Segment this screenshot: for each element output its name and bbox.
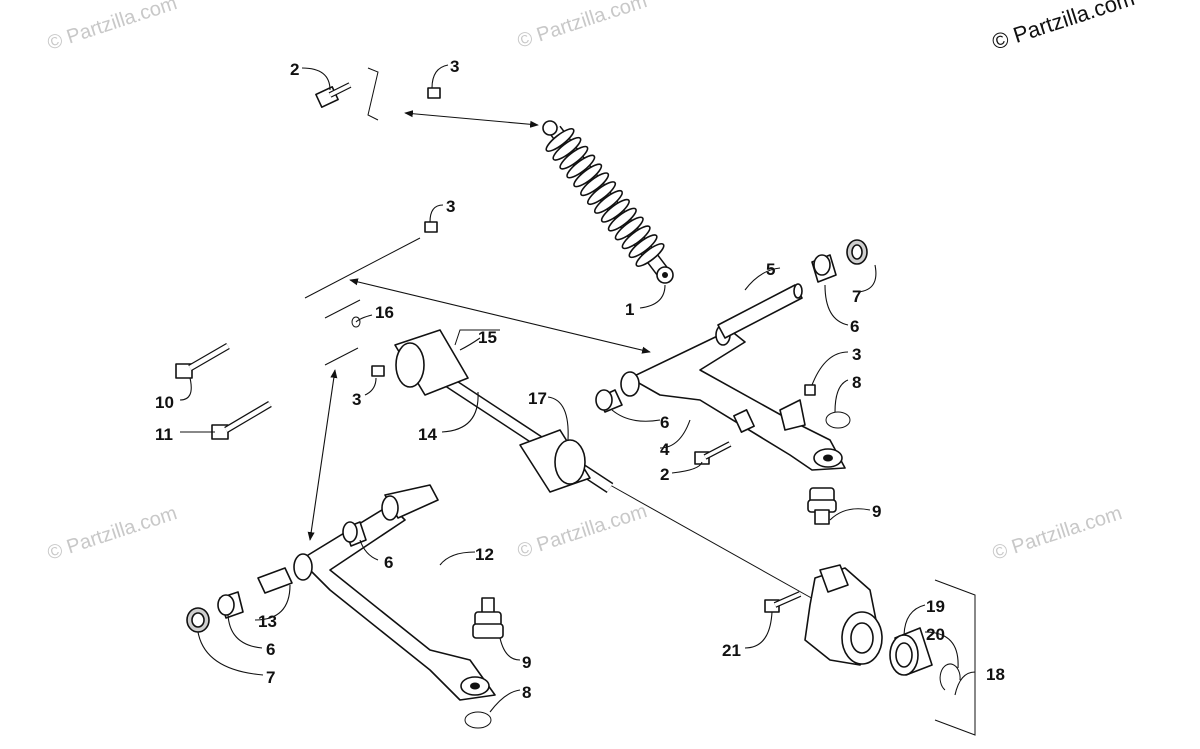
callout-7: 7 (852, 287, 861, 306)
circlip (464, 711, 492, 729)
bolts (175, 82, 816, 613)
watermark: © Partzilla.com (515, 500, 650, 563)
watermark: © Partzilla.com (990, 502, 1125, 565)
callout-6: 6 (660, 413, 669, 432)
callout-1: 1 (625, 300, 634, 319)
shock-coil (621, 225, 651, 250)
shock-coil (580, 172, 610, 197)
callout-4: 4 (660, 440, 670, 459)
shock-absorber (542, 120, 674, 284)
callout-3: 3 (446, 197, 455, 216)
shock-coil (614, 216, 644, 241)
callout-labels: 1 2 2 3 3 3 3 4 5 6 6 6 6 7 7 8 8 9 9 10… (155, 57, 1005, 702)
assembly-arrow (307, 369, 338, 541)
callout-7: 7 (266, 668, 275, 687)
watermark: © Partzilla.com (45, 0, 180, 55)
assembly-arrow (349, 278, 651, 354)
callout-17: 17 (528, 389, 547, 408)
bracket-18 (934, 579, 976, 736)
snap-ring (351, 316, 361, 328)
callout-2: 2 (660, 465, 669, 484)
shock-coil (593, 189, 624, 214)
callout-13: 13 (258, 612, 277, 631)
circlip (825, 411, 851, 429)
callout-6: 6 (384, 553, 393, 572)
ball-joint (807, 487, 837, 525)
callout-5: 5 (766, 260, 775, 279)
callout-11: 11 (155, 425, 173, 444)
callout-15: 15 (478, 328, 497, 347)
drive-axle (351, 316, 614, 494)
shock-coil (607, 207, 637, 232)
copyright-label: © Partzilla.com (989, 0, 1138, 55)
shock-coil (552, 136, 582, 161)
shock-coil (559, 145, 589, 170)
watermark: © Partzilla.com (515, 0, 650, 53)
callout-9: 9 (522, 653, 531, 672)
bracket-15 (454, 329, 500, 346)
assembly-arrows (304, 67, 976, 736)
callout-18: 18 (986, 665, 1005, 684)
callout-10: 10 (155, 393, 174, 412)
callout-12: 12 (475, 545, 494, 564)
shock-coil (545, 128, 575, 152)
callout-2: 2 (290, 60, 299, 79)
circlip (939, 663, 961, 691)
shock-coil (566, 154, 596, 179)
pivot-tube (257, 567, 293, 594)
callout-3: 3 (352, 390, 361, 409)
callout-3: 3 (852, 345, 861, 364)
callout-14: 14 (418, 425, 437, 444)
upper-a-arm (620, 324, 846, 471)
callout-20: 20 (926, 625, 945, 644)
callout-19: 19 (926, 597, 945, 616)
shock-coil (600, 198, 630, 223)
ball-joint (472, 597, 504, 639)
axle-line (609, 484, 816, 601)
callout-21: 21 (722, 641, 741, 660)
pivot-tube (717, 284, 803, 339)
break-line (324, 347, 359, 366)
steering-knuckle (804, 564, 883, 666)
wheel-bearing (889, 627, 933, 676)
shock-coil (635, 243, 665, 267)
callout-6: 6 (850, 317, 859, 336)
callout-6: 6 (266, 640, 275, 659)
callout-3: 3 (450, 57, 459, 76)
lower-a-arm (293, 484, 496, 701)
shock-coil (628, 234, 658, 259)
shock-coil (573, 163, 603, 188)
shock-coil (586, 181, 617, 206)
callout-8: 8 (852, 373, 861, 392)
callout-8: 8 (522, 683, 531, 702)
callout-9: 9 (872, 502, 881, 521)
callout-16: 16 (375, 303, 394, 322)
leader-lines (179, 64, 976, 713)
break-line (367, 67, 379, 121)
break-line (324, 299, 361, 319)
assembly-arrow (404, 110, 539, 128)
watermark: © Partzilla.com (45, 502, 180, 565)
break-line (304, 237, 421, 299)
